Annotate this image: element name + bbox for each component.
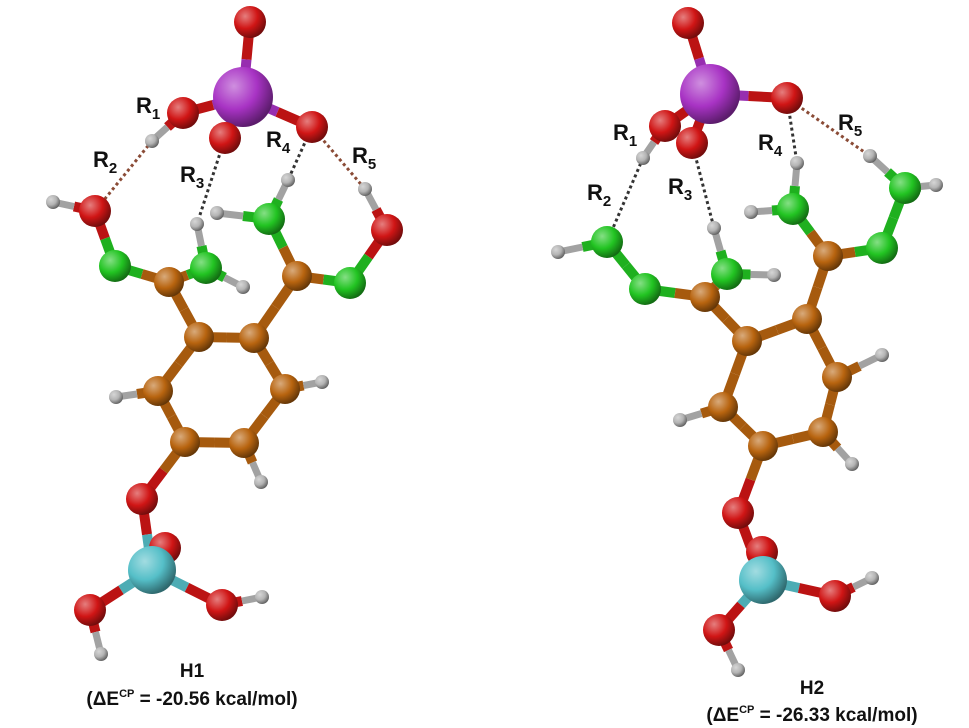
hydrogen-atom <box>254 475 268 489</box>
carbon-atom <box>143 376 173 406</box>
hydrogen-atom <box>109 390 123 404</box>
r-label-4: R4 <box>266 127 291 157</box>
hydrogen-bond <box>786 96 871 158</box>
nitrogen-atom <box>334 267 366 299</box>
oxygen-atom <box>722 497 754 529</box>
r-label-5: R5 <box>352 143 376 173</box>
hydrogen-atom <box>636 151 650 165</box>
carbon-atom <box>808 417 838 447</box>
r-label-2: R2 <box>587 180 611 210</box>
oxygen-atom <box>79 195 111 227</box>
hydrogen-atom <box>767 268 781 282</box>
carbon-atom <box>708 392 738 422</box>
oxygen-atom <box>209 122 241 154</box>
oxygen-atom <box>74 594 106 626</box>
h2-title: H2 <box>800 678 824 699</box>
oxygen-atom <box>676 127 708 159</box>
oxygen-atom <box>206 589 238 621</box>
carbon-atom <box>732 326 762 356</box>
h2-hydrogen-bonds <box>605 96 871 243</box>
oxygen-atom <box>296 111 328 143</box>
oxygen-atom <box>126 483 158 515</box>
nitrogen-atom <box>889 172 921 204</box>
carbon-atom <box>170 427 200 457</box>
oxygen-atom <box>672 7 704 39</box>
nitrogen-atom <box>629 273 661 305</box>
oxygen-atom <box>649 110 681 142</box>
oxygen-atom <box>771 82 803 114</box>
carbon-atom <box>239 323 269 353</box>
r-label-3: R3 <box>668 174 692 204</box>
hydrogen-atom <box>673 413 687 427</box>
hydrogen-atom <box>865 571 879 585</box>
carbon-atom <box>822 362 852 392</box>
r-label-3: R3 <box>180 162 204 192</box>
h1-energy: (ΔECP = -20.56 kcal/mol) <box>86 688 297 710</box>
hydrogen-bond <box>785 97 799 164</box>
h1-atoms <box>46 6 403 661</box>
hydrogen-atom <box>863 149 877 163</box>
carbon-atom <box>282 261 312 291</box>
r-label-2: R2 <box>93 147 117 177</box>
h1-title: H1 <box>180 661 205 682</box>
carbon-atom <box>792 304 822 334</box>
hydrogen-atom <box>236 280 250 294</box>
r-label-1: R1 <box>136 93 160 123</box>
r-label-5: R5 <box>838 110 862 140</box>
hydrogen-atom <box>281 173 295 187</box>
hydrogen-atom <box>190 217 204 231</box>
h1-bonds <box>52 21 392 655</box>
nitrogen-atom <box>711 258 743 290</box>
nitrogen-atom <box>190 252 222 284</box>
silicon-atom <box>128 546 176 594</box>
phosphorus-atom <box>680 64 740 124</box>
carbon-atom <box>229 428 259 458</box>
silicon-atom <box>739 556 787 604</box>
oxygen-atom <box>167 97 199 129</box>
r-label-1: R1 <box>613 120 637 150</box>
hydrogen-atom <box>255 590 269 604</box>
nitrogen-atom <box>591 226 623 258</box>
r-label-4: R4 <box>758 130 783 160</box>
h2-energy: (ΔECP = -26.33 kcal/mol) <box>706 704 917 726</box>
hydrogen-atom <box>731 663 745 677</box>
oxygen-atom <box>703 614 735 646</box>
carbon-atom <box>690 282 720 312</box>
hydrogen-atom <box>707 221 721 235</box>
carbon-atom <box>813 241 843 271</box>
h2-atoms <box>551 7 943 677</box>
hydrogen-atom <box>551 245 565 259</box>
hydrogen-bond <box>286 126 314 181</box>
carbon-atom <box>184 322 214 352</box>
hydrogen-atom <box>875 348 889 362</box>
hydrogen-atom <box>46 195 60 209</box>
nitrogen-atom <box>866 232 898 264</box>
hydrogen-atom <box>744 205 758 219</box>
carbon-atom <box>748 431 778 461</box>
oxygen-atom <box>819 580 851 612</box>
hydrogen-atom <box>929 178 943 192</box>
hydrogen-atom <box>94 647 108 661</box>
hydrogen-atom <box>358 182 372 196</box>
hydrogen-atom <box>145 134 159 148</box>
nitrogen-atom <box>99 250 131 282</box>
nitrogen-atom <box>253 203 285 235</box>
phosphorus-atom <box>213 67 273 127</box>
hydrogen-atom <box>315 375 329 389</box>
oxygen-atom <box>371 214 403 246</box>
oxygen-atom <box>234 6 266 38</box>
nitrogen-atom <box>777 193 809 225</box>
hydrogen-atom <box>210 206 224 220</box>
hydrogen-atom <box>790 156 804 170</box>
carbon-atom <box>270 374 300 404</box>
hydrogen-atom <box>845 457 859 471</box>
carbon-atom <box>154 267 184 297</box>
